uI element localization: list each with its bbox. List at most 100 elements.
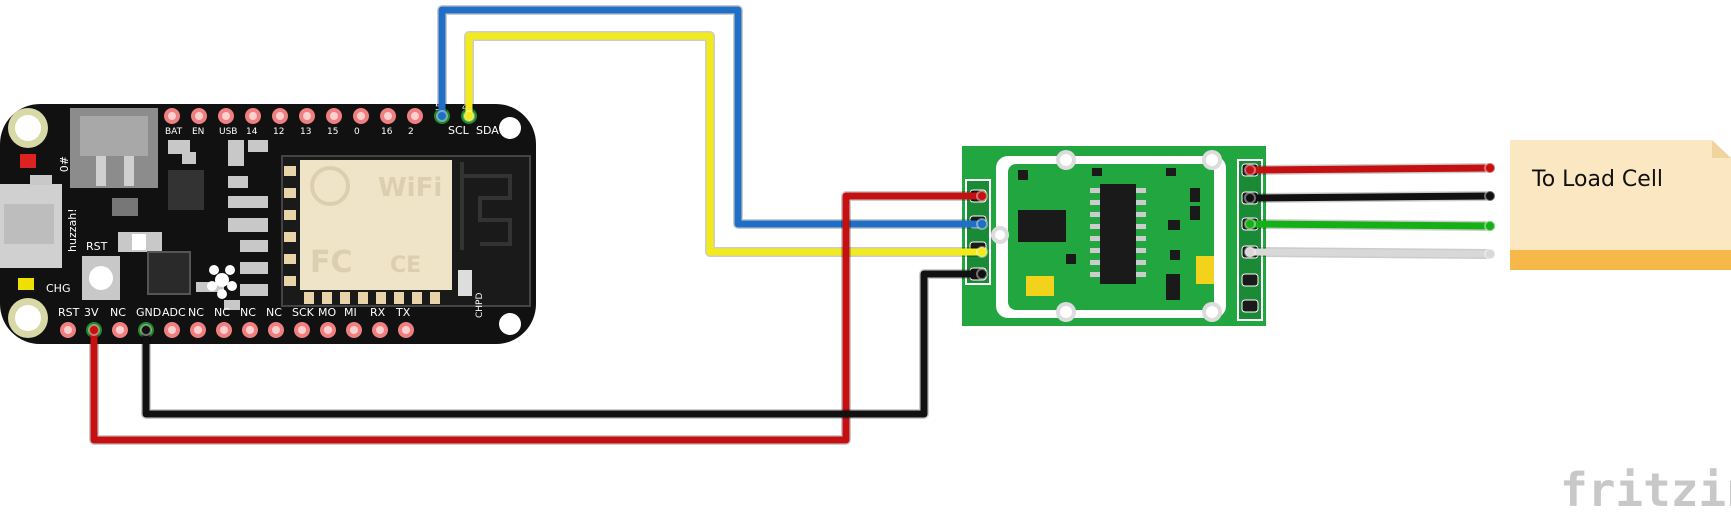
module-pad: [376, 292, 386, 304]
bottom-pin-label: TX: [395, 306, 411, 319]
top-pin-label: 4: [462, 103, 468, 113]
chip-pin: [1136, 200, 1146, 205]
wire-endpoint: [1244, 246, 1256, 258]
top-pin-label: EN: [192, 127, 204, 137]
loadcell-white-wire: [1246, 248, 1494, 258]
chg-label: CHG: [46, 282, 70, 295]
hx711-output-pin: [1241, 273, 1259, 287]
top-pin-label: 0: [354, 127, 360, 137]
load-cell-note-text: To Load Cell: [1531, 167, 1663, 192]
wire-endpoint: [436, 110, 448, 122]
bottom-pin-label: RX: [370, 306, 386, 319]
wire-endpoint: [1244, 192, 1256, 204]
top-pin-label: 15: [327, 127, 338, 137]
bottom-pin-label: SCK: [292, 306, 315, 319]
wire-endpoint: [976, 218, 988, 230]
bottom-pin-label: NC: [266, 306, 282, 319]
bottom-pin-label: GND: [136, 306, 161, 319]
sda-label: SDA: [476, 124, 499, 137]
module-pad: [284, 188, 296, 198]
chpd-label: CHPD: [475, 293, 485, 318]
gnd-wire: [142, 270, 986, 418]
chip-pin: [1136, 212, 1146, 217]
chip-pin: [1090, 200, 1100, 205]
wire-endpoint: [1244, 218, 1256, 230]
wire-endpoint: [976, 246, 988, 258]
feather-huzzah-board: WiFi FC CE huzzah! RST CHG #0 CHPD SCL S…: [0, 103, 536, 344]
huzzah-label: huzzah!: [66, 208, 79, 252]
chip-pin: [1136, 248, 1146, 253]
top-pin-label: BAT: [165, 127, 183, 137]
bottom-pin-label: 3V: [84, 306, 99, 319]
bottom-pin-label: NC: [240, 306, 256, 319]
adafruit-flower-icon: [207, 265, 237, 299]
chip-pin: [1090, 224, 1100, 229]
io0-label: #0: [57, 156, 70, 172]
wire-endpoint: [1244, 164, 1256, 176]
top-pin-label: 14: [246, 127, 258, 137]
module-pad: [412, 292, 422, 304]
hx711-output-pin: [1241, 299, 1259, 313]
scl-wire: [438, 6, 986, 228]
hx711-amplifier-board: [962, 146, 1266, 326]
chip-pin: [1136, 188, 1146, 193]
module-pad: [284, 166, 296, 176]
top-pin-label: 16: [381, 127, 393, 137]
wire-endpoint: [140, 324, 152, 336]
module-pad: [430, 292, 440, 304]
chip-pin: [1090, 272, 1100, 277]
module-pad: [284, 276, 296, 286]
top-pin-label: 5: [435, 103, 441, 113]
bottom-pin-label: NC: [214, 306, 230, 319]
vcc-wire: [90, 192, 986, 444]
wire-endpoint: [463, 110, 475, 122]
wire-endpoint: [1484, 162, 1496, 174]
bottom-pin-label: NC: [188, 306, 204, 319]
bottom-pin-label: NC: [110, 306, 126, 319]
top-pin-label: 13: [300, 127, 311, 137]
rst-side-label: RST: [86, 240, 108, 253]
bottom-pin-label: MO: [318, 306, 336, 319]
bottom-pin-label: MI: [344, 306, 357, 319]
sda-wire: [465, 32, 986, 256]
loadcell-green-wire: [1246, 220, 1494, 230]
module-pad: [284, 232, 296, 242]
top-pin-label: USB: [219, 127, 237, 137]
chip-pin: [1090, 260, 1100, 265]
chip-pin: [1136, 260, 1146, 265]
chip-pin: [1090, 248, 1100, 253]
wire-endpoint: [1484, 220, 1496, 232]
module-pad: [358, 292, 368, 304]
fritzing-logo-text: fritzing: [1560, 463, 1731, 517]
wire-endpoint: [976, 190, 988, 202]
wire-endpoint: [88, 324, 100, 336]
load-cell-note: To Load Cell: [1510, 140, 1731, 270]
bottom-pin-label: RST: [58, 306, 80, 319]
wire-endpoint: [976, 268, 988, 280]
loadcell-red-wire: [1246, 164, 1494, 174]
chip-pin: [1136, 272, 1146, 277]
wifi-logo-text: WiFi: [378, 173, 442, 203]
module-pad: [284, 210, 296, 220]
chip-pin: [1090, 188, 1100, 193]
wire-endpoint: [1484, 248, 1496, 260]
module-pad: [304, 292, 314, 304]
chip-pin: [1136, 236, 1146, 241]
mounting-hole: [499, 313, 521, 335]
wire-endpoint: [1484, 190, 1496, 202]
usb-serial-chip: [147, 251, 191, 295]
loadcell-black-wire: [1246, 192, 1494, 202]
bottom-pin-label: ADC: [162, 306, 186, 319]
mounting-hole: [499, 117, 521, 139]
fc-logo-text: FC: [310, 245, 353, 280]
chip-pin: [1136, 224, 1146, 229]
chg-led: [18, 278, 34, 290]
esp8266-module: WiFi FC CE: [281, 155, 531, 307]
module-pad: [322, 292, 332, 304]
top-pin-label: 12: [273, 127, 284, 137]
hx711-chip: [1100, 184, 1136, 284]
chip-pin: [1090, 212, 1100, 217]
ce-logo-text: CE: [390, 253, 421, 278]
module-pad: [284, 254, 296, 264]
chip-pin: [1090, 236, 1100, 241]
